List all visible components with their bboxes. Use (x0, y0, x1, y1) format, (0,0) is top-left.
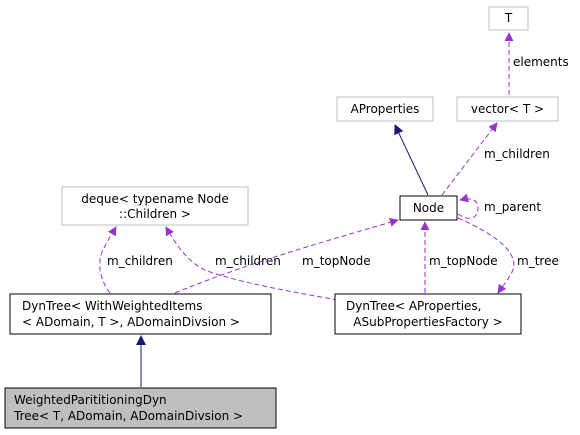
class-node-aproperties-label: AProperties (351, 102, 420, 116)
class-node-node-label: Node (413, 201, 444, 215)
edge-m-tree: m_tree (457, 217, 559, 294)
class-node-vector-label: vector< T > (471, 102, 544, 116)
edge-deque-children-right: m_children (165, 226, 339, 301)
class-node-aproperties[interactable]: AProperties (336, 96, 434, 122)
class-node-node[interactable]: Node (399, 195, 458, 221)
class-node-deque-line-2: ::Children > (119, 207, 191, 221)
class-node-weighted-partitioning-line-1: WeightedParititioningDyn (14, 393, 167, 407)
edge-m-topnode-right: m_topNode (420, 221, 498, 293)
edge-label-m-topnode-left: m_topNode (302, 254, 371, 268)
edge-label-deque-children-left: m_children (107, 254, 173, 268)
class-node-dyntree-aproperties-line-2: ASubPropertiesFactory > (353, 315, 502, 329)
class-node-weighted-partitioning-line-2: Tree< T, ADomain, ADomainDivsion > (13, 409, 243, 423)
class-node-deque-line-1: deque< typename Node (81, 192, 228, 206)
class-node-weighted-partitioning[interactable]: WeightedParititioningDyn Tree< T, ADomai… (4, 387, 277, 429)
edge-inheritance-aproperties (394, 124, 429, 196)
class-node-deque[interactable]: deque< typename Node ::Children > (61, 186, 249, 226)
class-node-dyntree-aproperties[interactable]: DynTree< AProperties, ASubPropertiesFact… (334, 293, 522, 335)
class-node-t[interactable]: T (488, 6, 529, 31)
edge-label-elements: elements (513, 55, 569, 69)
class-node-dyntree-weighted-line-1: DynTree< WithWeightedItems (22, 299, 202, 313)
class-node-dyntree-weighted[interactable]: DynTree< WithWeightedItems < ADomain, T … (9, 293, 272, 335)
edge-m-topnode-left: m_topNode (174, 217, 399, 294)
edge-label-m-tree: m_tree (517, 254, 559, 268)
edge-vector-children: m_children (441, 122, 550, 196)
edge-label-deque-children-right: m_children (215, 254, 281, 268)
edge-label-vector-children: m_children (484, 147, 550, 161)
class-node-t-label: T (504, 11, 513, 25)
edge-label-m-topnode-right: m_topNode (429, 254, 498, 268)
edge-deque-children-left: m_children (99, 226, 173, 294)
edge-m-parent: m_parent (457, 193, 541, 219)
class-node-dyntree-weighted-line-2: < ADomain, T >, ADomainDivsion > (22, 315, 240, 329)
edge-label-m-parent: m_parent (484, 200, 541, 214)
edge-elements: elements (504, 32, 569, 95)
class-node-dyntree-aproperties-line-1: DynTree< AProperties, (346, 299, 482, 313)
class-node-vector[interactable]: vector< T > (456, 96, 559, 122)
